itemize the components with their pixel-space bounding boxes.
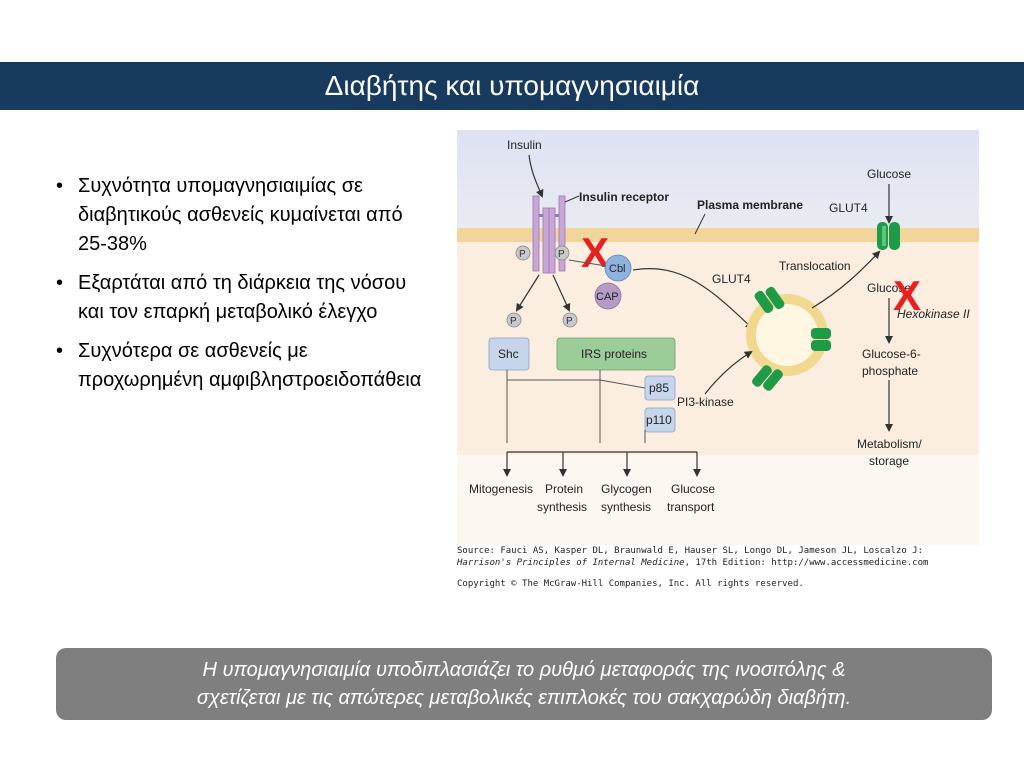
- cbl-link: [568, 259, 607, 267]
- conclusion-line: σχετίζεται με τις απώτερες μεταβολικές ε…: [196, 687, 852, 709]
- plasma-membrane-label: Plasma membrane: [697, 198, 803, 212]
- glycogen-synthesis-label-line2: synthesis: [601, 500, 651, 514]
- pi3k-to-vesicle-arrow: [704, 350, 753, 395]
- shc-label: Shc: [498, 347, 519, 361]
- phospho-label: P: [519, 249, 526, 260]
- title-bar: Διαβήτης και υπομαγνησιαιμία: [0, 62, 1024, 110]
- plasma-membrane-band: [457, 228, 979, 242]
- conclusion-box: Η υπομαγνησιαιμία υποδιπλασιάζει το ρυθμ…: [56, 648, 992, 720]
- insulin-arrow: [528, 154, 544, 198]
- phospho-label: P: [566, 316, 573, 327]
- metabolism-label-line2: storage: [869, 454, 909, 468]
- insulin-receptor: [532, 195, 566, 274]
- g6p-label-line2: phosphate: [862, 364, 918, 378]
- glucose-x-mark: X: [893, 272, 921, 319]
- insulin-label: Insulin: [507, 138, 542, 152]
- bullet-item: Συχνότητα υπομαγνησιαιμίας σε διαβητικού…: [56, 172, 426, 259]
- insulin-receptor-label: Insulin receptor: [579, 190, 669, 204]
- glucose-transport-label-line1: Glucose: [671, 482, 715, 496]
- membrane-pointer: [694, 213, 706, 235]
- phospho-circle: [506, 312, 522, 328]
- bullet-item: Εξαρτάται από τη διάρκεια της νόσου και …: [56, 269, 426, 327]
- irs-pi3k-connector: [599, 379, 646, 389]
- source-citation: Source: Fauci AS, Kasper DL, Braunwald E…: [457, 545, 928, 590]
- phospho-circle: [554, 245, 570, 261]
- slide-title: Διαβήτης και υπομαγνησιαιμία: [324, 70, 700, 101]
- source-line: Source: Fauci AS, Kasper DL, Braunwald E…: [457, 546, 923, 556]
- cbl-to-vesicle-arrow: [632, 268, 754, 330]
- mitogenesis-label: Mitogenesis: [469, 482, 533, 496]
- translocation-arrow: [811, 250, 881, 309]
- glucose-top-label: Glucose: [867, 167, 911, 181]
- source-line: Harrison's Principles of Internal Medici…: [457, 557, 928, 569]
- insulin-signaling-diagram: Insulin Insulin receptor Plasma membrane…: [457, 130, 979, 545]
- glut4-membrane-label: GLUT4: [829, 201, 868, 215]
- irs-box: [556, 337, 676, 371]
- glucose-transport-label-line2: transport: [667, 500, 715, 514]
- vesicle-glut4-transporter: [752, 365, 783, 391]
- inhibition-x-mark: X: [581, 229, 609, 276]
- phospho-circle: [562, 312, 578, 328]
- glycogen-synthesis-label-line1: Glycogen: [601, 482, 652, 496]
- receptor-to-shc-arrow: [515, 274, 540, 312]
- phospho-circle: [515, 245, 531, 261]
- phospho-label: P: [510, 316, 517, 327]
- protein-synthesis-label-line1: Protein: [545, 482, 583, 496]
- receptor-pointer: [564, 195, 580, 203]
- membrane-glut4-transporter: [877, 222, 900, 250]
- cbl-label: Cbl: [609, 263, 626, 275]
- glut4-vesicle-label: GLUT4: [712, 272, 751, 286]
- bullet-item: Συχνότερα σε ασθενείς με προχωρημένη αμφ…: [56, 337, 426, 395]
- cap-protein: [594, 282, 622, 310]
- bullet-list: Συχνότητα υπομαγνησιαιμίας σε διαβητικού…: [56, 172, 426, 405]
- conclusion-line: Η υπομαγνησιαιμία υποδιπλασιάζει το ρυθμ…: [202, 659, 846, 681]
- source-edition: , 17th Edition: http://www.accessmedicin…: [684, 558, 929, 568]
- glucose-inside-label: Glucose: [867, 281, 911, 295]
- shc-box: [488, 337, 530, 371]
- metabolism-label-line1: Metabolism/: [857, 437, 922, 451]
- p110-box: [644, 407, 676, 433]
- hexokinase-label: Hexokinase II: [897, 307, 970, 321]
- cap-label: CAP: [596, 291, 619, 303]
- g6p-label-line1: Glucose-6-: [862, 347, 921, 361]
- protein-synthesis-label-line2: synthesis: [537, 500, 587, 514]
- cytoplasm-fade: [457, 455, 979, 545]
- translocation-label: Translocation: [779, 259, 851, 273]
- p110-label: p110: [646, 413, 672, 427]
- cbl-protein: [604, 254, 632, 282]
- vesicle-glut4-transporter: [811, 328, 831, 351]
- copyright-line: Copyright © The McGraw-Hill Companies, I…: [457, 579, 804, 589]
- p85-label: p85: [649, 381, 669, 395]
- vesicle-glut4-transporter: [754, 286, 785, 314]
- cytoplasm-region: [457, 242, 979, 455]
- receptor-to-irs-arrow: [552, 274, 571, 312]
- source-book-title: Harrison's Principles of Internal Medici…: [457, 558, 685, 568]
- phospho-label: P: [558, 249, 565, 260]
- pi3k-label: PI3-kinase: [677, 395, 734, 409]
- irs-label: IRS proteins: [581, 347, 647, 361]
